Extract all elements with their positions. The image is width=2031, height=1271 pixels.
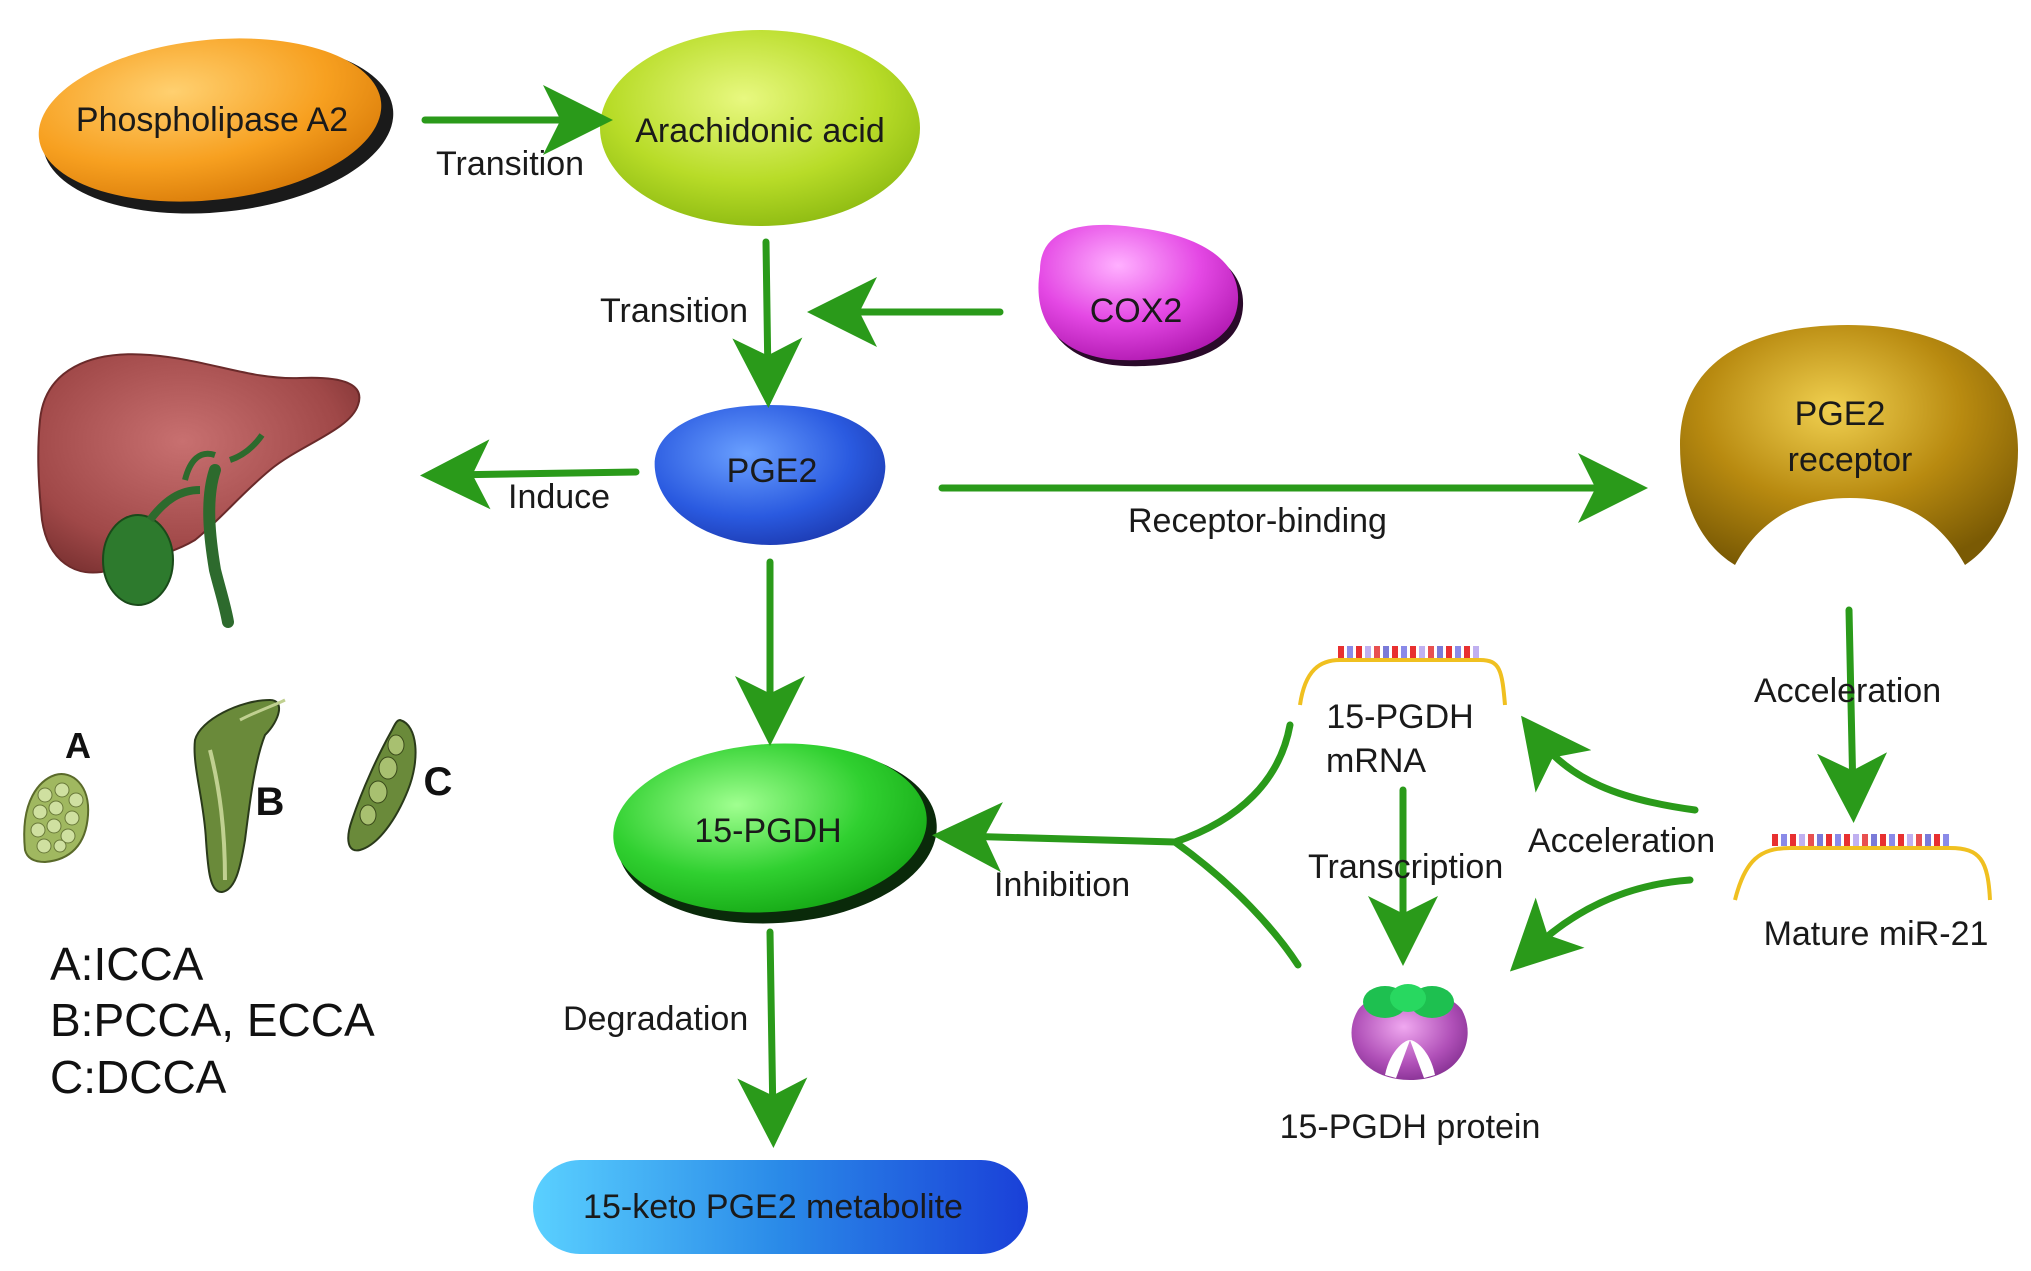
cox2-label: COX2 — [1090, 292, 1183, 330]
15-pgdh-mrna-strand: 15-PGDH mRNA — [1298, 646, 1507, 780]
mirna-nucleotide — [1880, 834, 1886, 846]
arachidonic-acid-node: Arachidonic acid — [600, 30, 920, 226]
15-pgdh-mrna-label-line1: 15-PGDH — [1326, 698, 1473, 736]
15-pgdh-node: 15-PGDH — [613, 743, 937, 924]
liver-illustration — [37, 353, 361, 628]
mirna-nucleotide — [1916, 834, 1922, 846]
arrows — [420, 85, 1888, 1148]
mrna-nucleotide — [1356, 646, 1362, 658]
pge2-label: PGE2 — [727, 452, 818, 490]
mrna-nucleotide — [1401, 646, 1407, 658]
15-pgdh-mrna-label-line2: mRNA — [1326, 742, 1426, 780]
mrna-nucleotide — [1419, 646, 1425, 658]
cholangiocarcinoma-illustrations: A B C — [23, 698, 453, 893]
icca-illustration — [23, 773, 90, 864]
legend-line-a: A:ICCA — [50, 938, 204, 990]
arrow-arachidonic-to-pge2 — [732, 238, 803, 408]
mirna-nucleotide — [1808, 834, 1814, 846]
mrna-nucleotide — [1383, 646, 1389, 658]
label-induce: Induce — [508, 478, 610, 516]
15-keto-pge2-metabolite-node: 15-keto PGE2 metabolite — [533, 1160, 1028, 1254]
mirna-nucleotide — [1817, 834, 1823, 846]
pge2-node: PGE2 — [654, 405, 886, 545]
inhibition-branch-upper — [1171, 721, 1294, 846]
mirna-nucleotide — [1790, 834, 1796, 846]
edge-labels: Transition Transition Induce Receptor-bi… — [436, 145, 1941, 1038]
legend-line-b: B:PCCA, ECCA — [50, 994, 375, 1046]
mrna-nucleotide — [1455, 646, 1461, 658]
mirna-nucleotide — [1826, 834, 1832, 846]
arrow-mir21-to-mrna — [1521, 715, 1699, 814]
pge2-receptor-label-line1: PGE2 — [1795, 395, 1886, 433]
arrow-mir21-to-protein — [1509, 876, 1694, 972]
arrow-pge2-to-liver — [420, 439, 640, 510]
mirna-nucleotide — [1772, 834, 1778, 846]
label-transition-1: Transition — [436, 145, 584, 183]
arrow-15-pgdh-to-keto — [737, 928, 808, 1148]
phospholipase-a2-node: Phospholipase A2 — [38, 38, 394, 214]
15-pgdh-protein-label: 15-PGDH protein — [1280, 1108, 1541, 1146]
arrow-receptor-to-mir21 — [1817, 606, 1888, 823]
pge2-receptor-node: PGE2 receptor — [1680, 325, 2018, 565]
15-keto-pge2-metabolite-label: 15-keto PGE2 metabolite — [583, 1188, 963, 1226]
mirna-nucleotide — [1835, 834, 1841, 846]
label-degradation: Degradation — [563, 1000, 748, 1038]
pcca-ecca-illustration — [193, 698, 286, 893]
mrna-nucleotide — [1437, 646, 1443, 658]
mrna-nucleotide — [1410, 646, 1416, 658]
mature-mir21-label: Mature miR-21 — [1764, 915, 1989, 953]
mrna-nucleotide — [1473, 646, 1479, 658]
letter-b: B — [256, 780, 285, 824]
mrna-nucleotide — [1338, 646, 1344, 658]
label-transcription: Transcription — [1308, 848, 1503, 886]
15-pgdh-protein-node: 15-PGDH protein — [1280, 984, 1541, 1146]
label-acceleration-2: Acceleration — [1528, 822, 1715, 860]
mature-mir21-strand: Mature miR-21 — [1733, 834, 1992, 953]
label-acceleration-1: Acceleration — [1754, 672, 1941, 710]
mrna-nucleotide — [1347, 646, 1353, 658]
mirna-nucleotide — [1907, 834, 1913, 846]
dcca-illustration — [347, 718, 417, 852]
mirna-nucleotide — [1781, 834, 1787, 846]
mirna-nucleotide — [1853, 834, 1859, 846]
label-receptor-binding: Receptor-binding — [1128, 502, 1387, 540]
15-pgdh-label: 15-PGDH — [694, 812, 841, 850]
letter-c: C — [424, 760, 453, 804]
legend-line-c: C:DCCA — [50, 1051, 227, 1103]
mirna-nucleotide — [1934, 834, 1940, 846]
mirna-nucleotide — [1943, 834, 1949, 846]
mirna-nucleotide — [1799, 834, 1805, 846]
mirna-nucleotide — [1871, 834, 1877, 846]
label-transition-2: Transition — [600, 292, 748, 330]
mrna-nucleotide — [1374, 646, 1380, 658]
cox2-node: COX2 — [1038, 224, 1244, 367]
mirna-nucleotide — [1862, 834, 1868, 846]
inhibition-branch-lower — [1171, 838, 1302, 969]
phospholipase-a2-label: Phospholipase A2 — [76, 101, 348, 139]
mirna-nucleotide — [1925, 834, 1931, 846]
mrna-nucleotide — [1428, 646, 1434, 658]
mirna-nucleotide — [1889, 834, 1895, 846]
mrna-nucleotide — [1392, 646, 1398, 658]
letter-a: A — [65, 725, 91, 766]
mrna-nucleotide — [1365, 646, 1371, 658]
mirna-nucleotide — [1898, 834, 1904, 846]
mrna-nucleotide — [1464, 646, 1470, 658]
subtype-legend: A:ICCA B:PCCA, ECCA C:DCCA — [50, 938, 375, 1103]
mrna-nucleotide — [1446, 646, 1452, 658]
mirna-nucleotide — [1844, 834, 1850, 846]
arrow-inhibition-to-15-pgdh — [932, 802, 1179, 873]
label-inhibition: Inhibition — [994, 866, 1130, 904]
arachidonic-acid-label: Arachidonic acid — [635, 112, 884, 150]
pge2-receptor-label-line2: receptor — [1788, 441, 1913, 479]
